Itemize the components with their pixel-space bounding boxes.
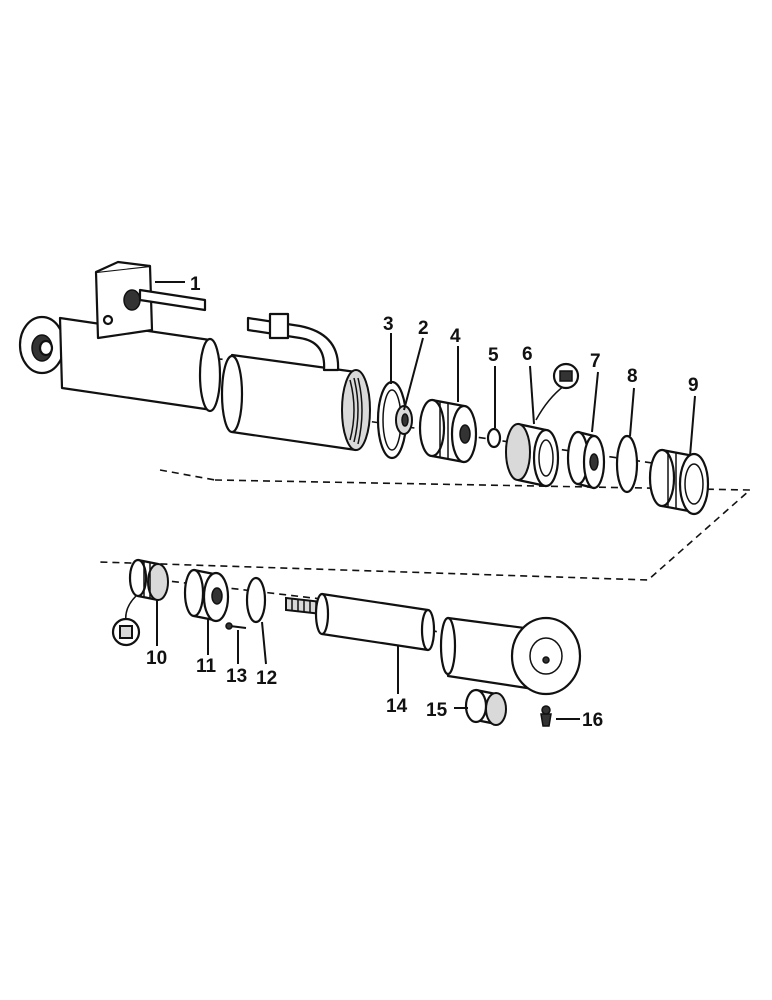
callout-1: 1 [190, 274, 201, 295]
callout-7: 7 [590, 351, 601, 372]
leader-lines [155, 281, 696, 720]
cylinder-tube [220, 312, 371, 452]
part-13-screw [225, 622, 247, 630]
callout-6: 6 [522, 344, 533, 365]
callout-3: 3 [383, 314, 394, 335]
callout-9: 9 [688, 375, 699, 396]
part-7-seal [566, 430, 606, 490]
callout-4: 4 [450, 326, 461, 347]
callout-labels: 1 2 3 4 5 6 7 8 9 10 11 13 12 14 15 16 [146, 274, 699, 731]
callout-8: 8 [627, 366, 638, 387]
callout-15: 15 [426, 700, 448, 721]
callout-2: 2 [418, 318, 429, 339]
part-15-bushing [464, 688, 507, 726]
part-2-lock-nut [395, 405, 413, 435]
callout-13: 13 [226, 666, 247, 687]
callout-12: 12 [256, 668, 277, 689]
part-9-head-gland [648, 448, 710, 516]
part-4-piston [418, 398, 478, 464]
part-12-o-ring [245, 576, 267, 624]
callout-16: 16 [582, 710, 603, 731]
part-8-o-ring [615, 434, 639, 494]
callout-10: 10 [146, 648, 167, 669]
rod-end-eye [439, 616, 582, 696]
part-16-grease-fitting [540, 705, 552, 727]
part-11-retainer [183, 568, 230, 623]
cylinder-barrel [18, 260, 222, 413]
part-14-piston-rod [285, 592, 436, 652]
part-10-locking-ring [111, 558, 169, 647]
callout-14: 14 [386, 696, 408, 717]
part-6-wear-ring [505, 362, 580, 488]
part-5-o-ring [486, 427, 502, 449]
callout-11: 11 [196, 656, 217, 677]
callout-5: 5 [488, 345, 499, 366]
